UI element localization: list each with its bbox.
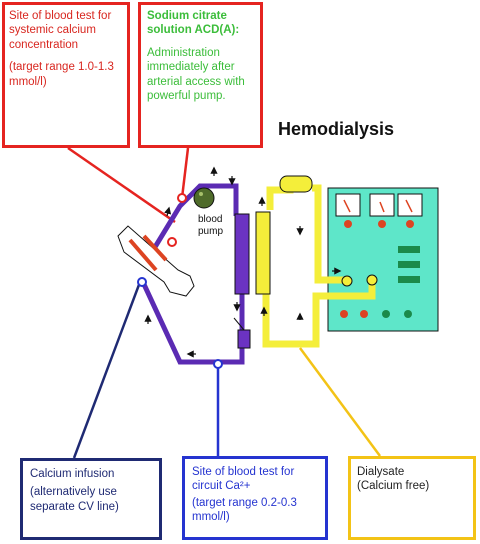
calcium-infusion-title: Calcium infusion <box>30 468 115 480</box>
connector-lines <box>67 146 382 459</box>
blood-pump-icon <box>193 187 215 209</box>
dialysis-machine-icon <box>327 187 439 332</box>
dialysate-tubing <box>262 175 378 348</box>
blood-pump-label-line2: pump <box>198 225 224 237</box>
circuit-calcium-description: Site of blood test for circuit Ca²+ <box>192 466 295 493</box>
connector-calcium <box>72 281 142 459</box>
systemic-calcium-range: (target range 1.0-1.3 mmol/l) <box>9 61 114 88</box>
citrate-body: Administration immediately after arteria… <box>147 46 245 102</box>
circuit-calcium-range: (target range 0.2-0.3 mmol/l) <box>192 496 297 524</box>
calcium-infusion-box: Calcium infusion (alternatively use sepa… <box>20 458 162 540</box>
citrate-box: Sodium citrate solution ACD(A): Administ… <box>138 2 263 148</box>
arm-icon <box>117 225 195 297</box>
dialyzer-icon <box>233 211 271 349</box>
page-title: Hemodialysis <box>278 119 395 139</box>
sample-points <box>137 193 223 369</box>
systemic-calcium-description: Site of blood test for systemic calcium … <box>9 10 112 51</box>
circuit-calcium-box: Site of blood test for circuit Ca²+ (tar… <box>182 456 328 540</box>
dialysate-box: Dialysate (Calcium free) <box>348 456 476 540</box>
flow-arrow-icon <box>144 166 342 358</box>
systemic-calcium-box: Site of blood test for systemic calcium … <box>2 2 130 148</box>
connector-systemic <box>67 146 176 224</box>
citrate-title: Sodium citrate solution ACD(A): <box>147 10 240 37</box>
blood-pump-label-line1: blood <box>198 214 223 225</box>
dialysate-title: Dialysate <box>357 466 405 478</box>
dialysate-note: (Calcium free) <box>357 480 430 493</box>
connector-citrate <box>180 147 190 199</box>
gauge-icon <box>335 193 423 217</box>
blood-pump-label: blood pump <box>198 214 223 237</box>
connector-dialysate <box>298 347 382 457</box>
blood-tubing <box>139 183 245 365</box>
calcium-infusion-note: (alternatively use separate CV line) <box>30 486 119 513</box>
